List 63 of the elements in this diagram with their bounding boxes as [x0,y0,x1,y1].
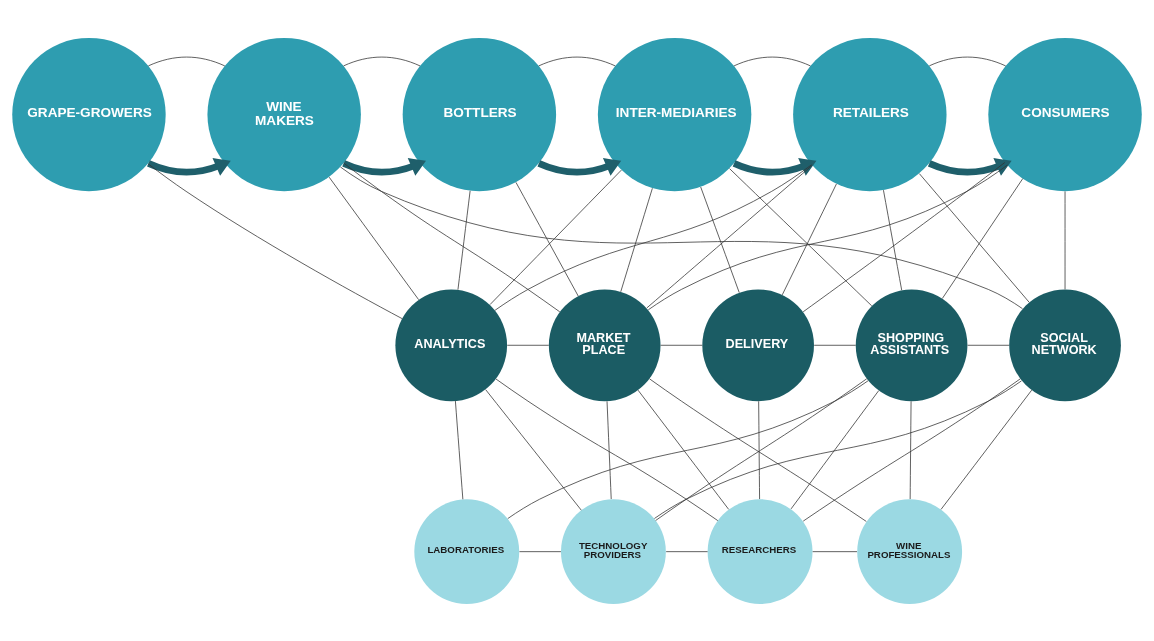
connector [941,177,1024,299]
connector [883,189,903,290]
arrow [147,157,231,176]
arrow [342,157,426,176]
connector [802,161,1006,312]
node-circle: SOCIAL NETWORK [1009,288,1121,401]
node-circle: WINE PROFESSIONALS [857,498,963,604]
connector [790,389,880,509]
node-circle: RESEARCHERS [707,498,813,604]
connector [495,378,719,521]
node-circle: DELIVERY [702,288,814,401]
arrow [928,157,1012,176]
connector [733,56,811,66]
connector [909,400,912,499]
connector [646,164,813,308]
connector [485,388,582,511]
connector [506,344,550,346]
connector [967,344,1010,346]
connector [148,56,226,66]
node-circle: RETAILERS [793,37,947,191]
arrow [537,157,622,176]
connector [940,389,1033,510]
connector [654,380,1022,519]
connector [489,169,622,305]
node-circle: LABORATORIES [414,498,520,604]
connector [343,162,561,312]
connector [665,550,708,552]
connector [147,162,403,319]
connector [918,172,1030,303]
connector [606,400,612,499]
connector [813,344,857,346]
node-circle: SHOPPING ASSISTANTS [855,288,968,401]
connector [457,189,471,290]
connector [781,183,837,295]
connector [700,186,740,293]
connector [519,550,562,552]
connector [637,389,730,510]
connector [928,56,1007,66]
node-circle: WINE MAKERS [207,37,361,191]
connector [340,166,1023,309]
connector [647,164,1008,310]
connector [620,187,653,292]
node-circle: INTER-MEDIARIES [597,37,752,191]
connector [802,377,1021,521]
connector [758,400,760,499]
connector [328,176,419,300]
arrow [732,157,817,176]
node-circle: CONSUMERS [988,37,1142,191]
connector [812,550,858,552]
connector [507,379,869,519]
connector [1064,190,1066,290]
connector [455,400,464,500]
node-circle: ANALYTICS [395,288,508,401]
connector [538,56,616,66]
connector [729,167,873,306]
node-circle: GRAPE-GROWERS [12,37,166,191]
connector [494,163,812,311]
connector [343,56,421,66]
node-circle: BOTTLERS [402,37,557,191]
node-circle: TECHNOLOGY PROVIDERS [560,498,666,604]
connector [660,344,703,346]
connector [515,181,579,296]
node-circle: MARKET PLACE [548,288,661,401]
